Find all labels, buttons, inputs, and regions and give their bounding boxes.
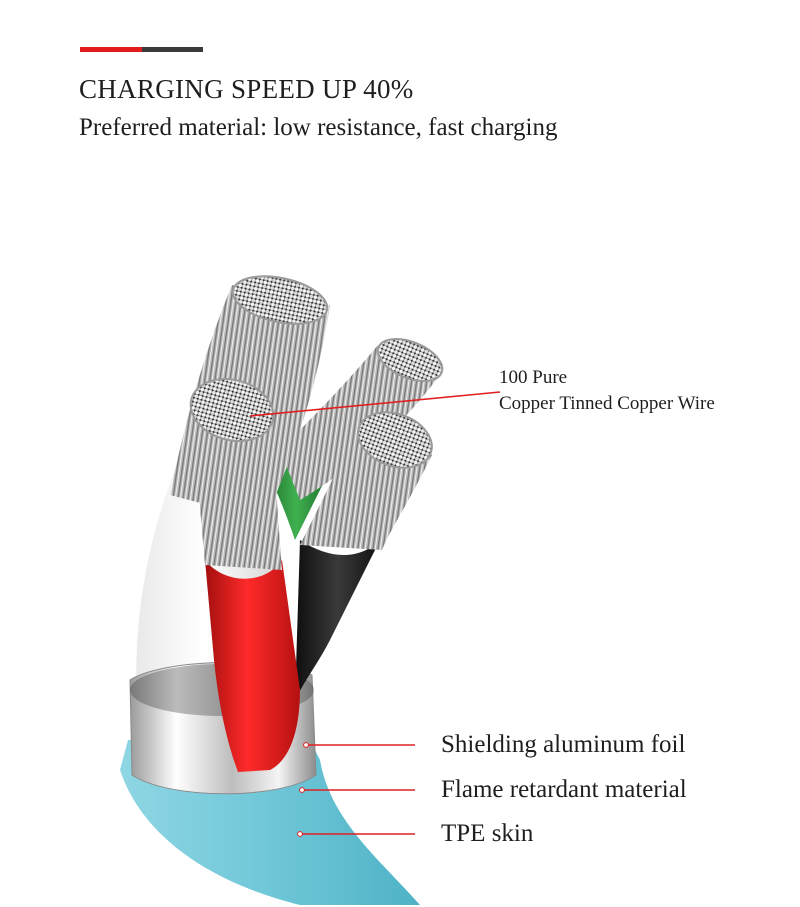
accent-bar-red [80, 47, 142, 52]
accent-bar-dark [142, 47, 203, 52]
layer-label-shielding: Shielding aluminum foil [441, 731, 686, 758]
strand-end-back-left [231, 275, 329, 325]
strands-conductor-front-left [192, 395, 282, 570]
red-wire [205, 560, 300, 772]
strand-end-front-right [357, 411, 433, 469]
layer-label-flame-retardant: Flame retardant material [441, 776, 687, 803]
callout-line-2: Copper Tinned Copper Wire [499, 393, 715, 414]
black-wire [295, 540, 380, 700]
layer-dot-shielding [303, 742, 309, 748]
layer-label-tpe-skin: TPE skin [441, 820, 534, 847]
page-heading: CHARGING SPEED UP 40% [79, 74, 414, 104]
callout-line-copper [249, 391, 501, 417]
page-subheading: Preferred material: low resistance, fast… [79, 114, 558, 141]
callout-line-1: 100 Pure [499, 367, 568, 388]
strand-end-front-left [189, 378, 275, 442]
layer-dot-tpe [297, 831, 303, 837]
copper-wire-callout: 100 Pure Copper Tinned Copper Wire [499, 365, 715, 417]
cable-cross-section-illustration [120, 275, 501, 905]
accent-bar [80, 47, 203, 52]
layer-dot-flame [299, 787, 305, 793]
strand-end-back-right [376, 338, 444, 382]
